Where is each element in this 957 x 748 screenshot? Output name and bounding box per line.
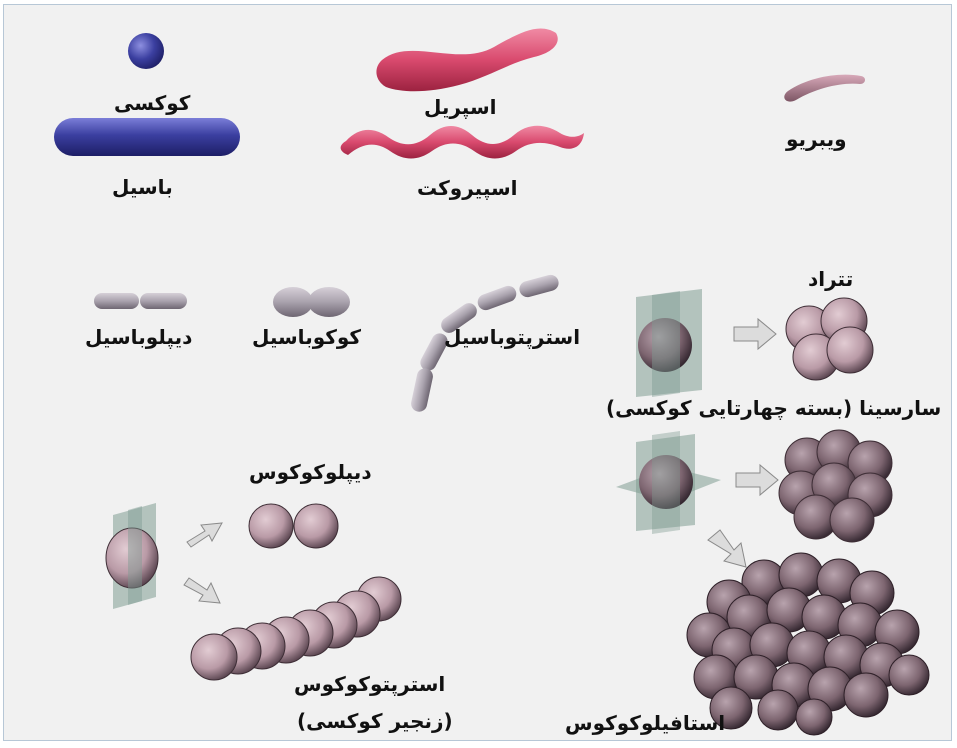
- label-vibrio: ویبریو: [786, 129, 847, 149]
- coccobacillus-cell: [273, 287, 350, 317]
- diagram-panel: کوکسی باسیل اسپریل اسپیروکت ویبریو تتراد…: [3, 4, 952, 741]
- division-planes-sarcina: [616, 431, 721, 534]
- diplobacillus-cell-2: [140, 293, 187, 309]
- vibrio-cell: [784, 75, 865, 102]
- label-spirochete: اسپیروکت: [417, 178, 518, 198]
- spirochete-cell: [341, 126, 584, 159]
- arrow-diplococcus: [187, 523, 222, 547]
- arrow-streptococcus: [184, 578, 220, 603]
- coccus-cell: [128, 33, 164, 69]
- label-streptococcus-chain: (زنجیر کوکسی): [297, 711, 453, 731]
- tetrad-cluster: [786, 298, 873, 380]
- staphylococcus-cluster: [687, 553, 929, 735]
- arrow-tetrad: [734, 319, 776, 349]
- label-diplococcus: دیپلوکوکوس: [249, 462, 372, 482]
- sarcina-cluster: [779, 430, 892, 542]
- label-streptobacillus: استرپتوباسیل: [444, 327, 580, 347]
- diplococcus-pair: [249, 504, 338, 548]
- label-spirillum: اسپریل: [424, 97, 497, 117]
- label-tetrad: تتراد: [808, 269, 853, 289]
- label-coccobacillus: کوکوباسیل: [252, 327, 361, 347]
- division-plane-tetrad: [636, 289, 702, 397]
- label-sarcina: سارسینا (بسته چهارتایی کوکسی): [606, 398, 941, 418]
- label-staphylococcus: استافیلوکوکوس: [565, 713, 725, 733]
- arrow-sarcina: [736, 465, 778, 495]
- label-streptococcus: استرپتوکوکوس: [294, 674, 445, 694]
- diplobacillus-cell-1: [94, 293, 139, 309]
- arrow-staphylococcus: [708, 530, 746, 567]
- label-coccus: کوکسی: [114, 93, 190, 113]
- division-plane-diplococcus: [106, 503, 158, 609]
- label-bacillus: باسیل: [112, 177, 173, 197]
- spirillum-cell: [376, 29, 557, 92]
- label-diplobacillus: دیپلوباسیل: [85, 327, 192, 347]
- streptococcus-chain: [191, 577, 401, 680]
- bacillus-cell: [54, 118, 240, 156]
